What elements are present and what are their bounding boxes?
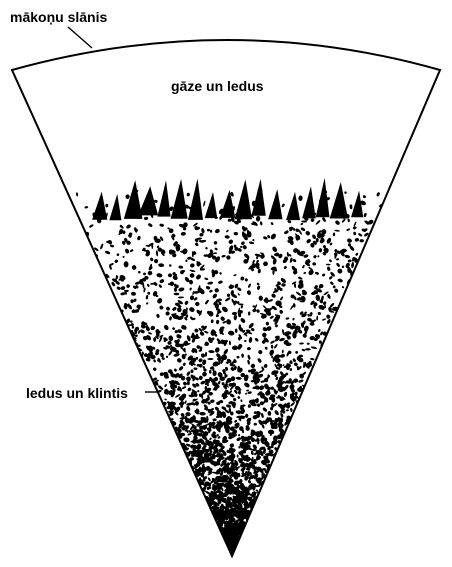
gas-and-ice-label: gāze un ledus <box>171 79 264 93</box>
cloud-layer-leader-line <box>68 27 92 48</box>
ice-and-rock-label: ledus un klintis <box>26 386 128 400</box>
cloud-layer-label: mākoņu slānis <box>10 10 107 24</box>
